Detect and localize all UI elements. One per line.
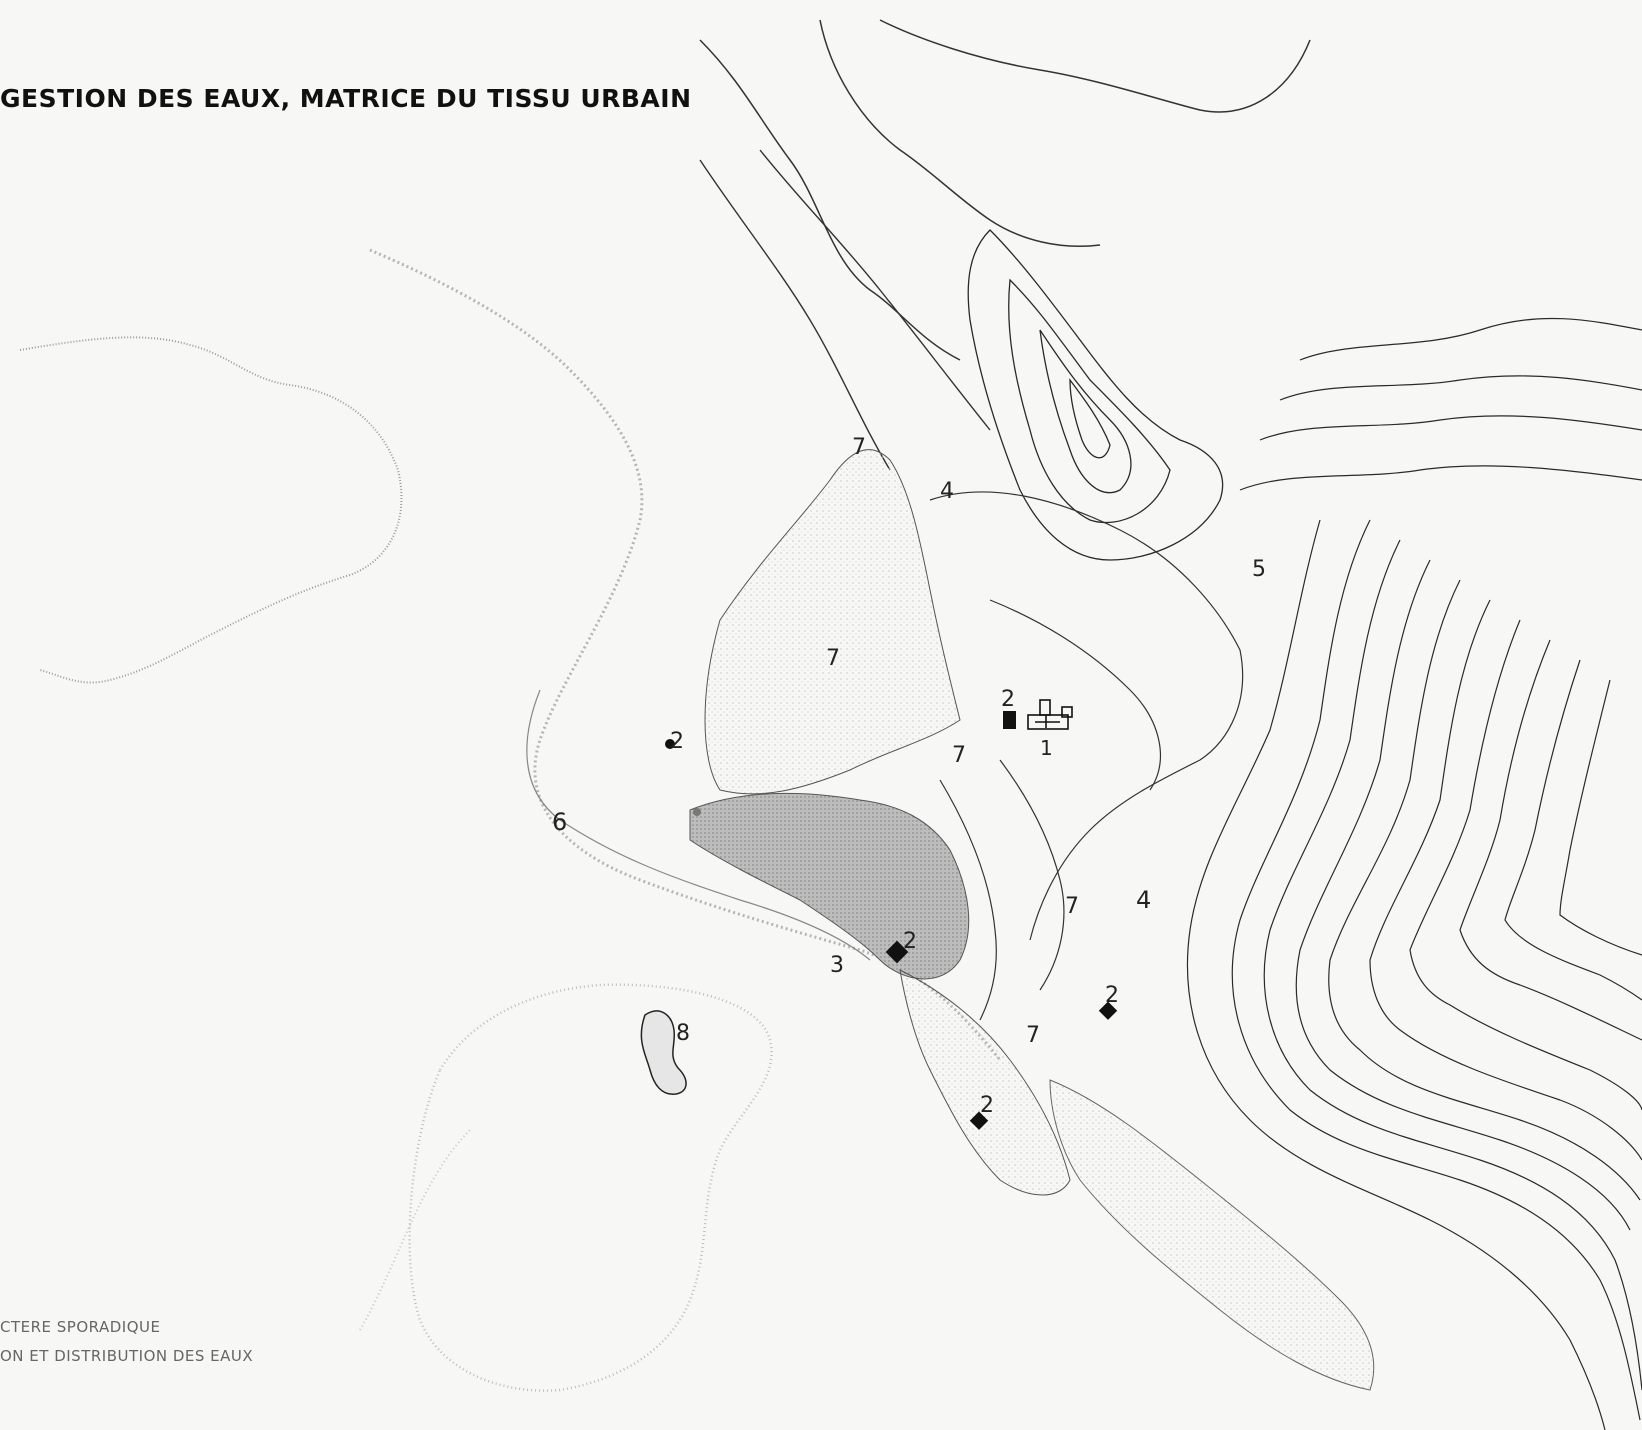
label-7: 7: [852, 435, 866, 460]
east-mountain-contours: [1187, 317, 1642, 1430]
map-title: GESTION DES EAUX, MATRICE DU TISSU URBAI…: [0, 84, 692, 113]
legend-item-water-distribution: ON ET DISTRIBUTION DES EAUX: [0, 1347, 254, 1365]
label-2: 2: [903, 929, 917, 954]
label-8: 8: [676, 1021, 690, 1046]
label-7: 7: [826, 646, 840, 671]
islet-8: [640, 1010, 687, 1095]
south-coast-shaded: [899, 969, 1071, 1196]
diagonal-channel-a: [699, 159, 891, 471]
south-island: [408, 983, 773, 1392]
southeast-shaded: [1049, 1079, 1375, 1391]
label-2: 2: [980, 1093, 994, 1118]
label-2: 2: [1001, 687, 1015, 712]
label-2: 2: [670, 729, 684, 754]
label-5: 5: [1252, 557, 1266, 582]
label-2: 2: [1105, 983, 1119, 1008]
west-plateau-outline: [19, 336, 403, 684]
diagonal-channel-b: [759, 149, 991, 431]
lagoon-line: [526, 689, 871, 961]
label-7: 7: [1026, 1023, 1040, 1048]
label-3: 3: [830, 953, 844, 978]
temple-symbol: [1027, 699, 1073, 730]
label-4: 4: [1136, 886, 1151, 914]
north-ridge: [879, 19, 1311, 113]
central-plain-outlines: [929, 491, 1244, 1021]
label-7: 7: [1065, 894, 1079, 919]
label-6: 6: [552, 808, 567, 836]
label-1: 1: [1040, 736, 1053, 760]
label-7: 7: [952, 743, 966, 768]
north-valley-west: [699, 39, 961, 361]
map-number-labels: 7 4 5 7 2 1 7 2 6 7 4 3 2 2 8 7 2: [552, 435, 1266, 1118]
central-hill-contours: [967, 229, 1224, 561]
legend-item-sporadic: CTERE SPORADIQUE: [0, 1318, 161, 1336]
north-valley-east: [819, 19, 1101, 248]
water-markers: [665, 711, 1118, 1130]
label-4: 4: [940, 479, 954, 504]
coastal-strip-shaded: [689, 792, 970, 980]
west-slope-shaded: [704, 449, 961, 795]
